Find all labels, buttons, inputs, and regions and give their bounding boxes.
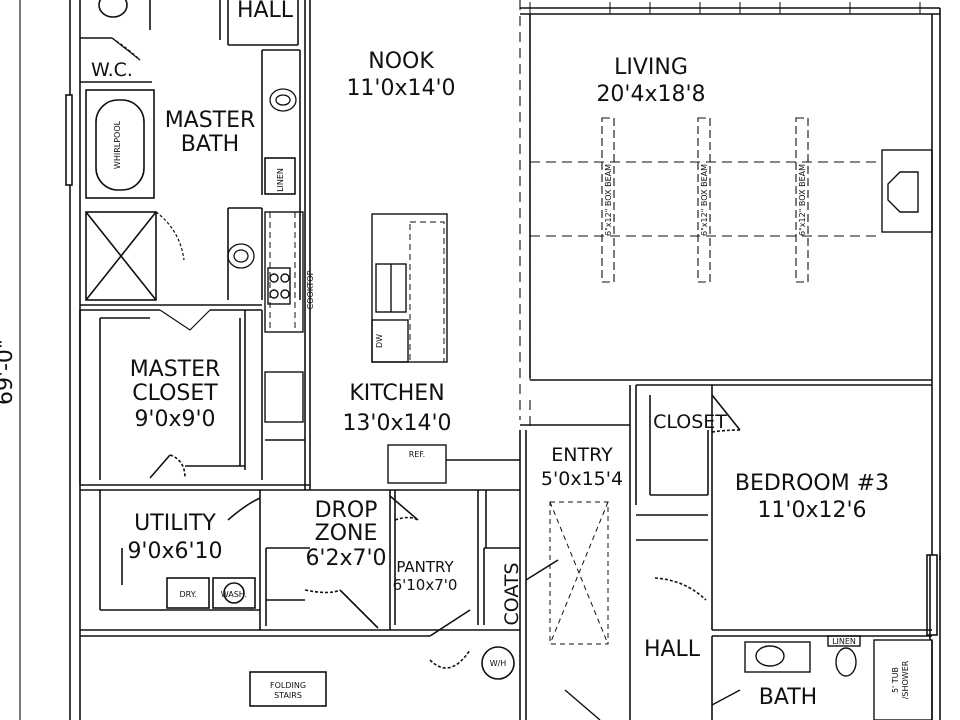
master-closet-walls bbox=[79, 310, 520, 491]
overall-dimension: 69'-0" bbox=[0, 339, 18, 405]
room-labels: HALL W.C. MASTER BATH NOOK 11'0x14'0 LIV… bbox=[91, 0, 889, 710]
beam-label-3: 6"x12" BOX BEAM bbox=[798, 164, 807, 236]
living-wall bbox=[529, 14, 932, 381]
drop-zone-label-2: ZONE bbox=[315, 521, 378, 546]
master-bath-label-2: BATH bbox=[181, 132, 239, 157]
kitchen-size: 13'0x14'0 bbox=[342, 411, 451, 436]
bedroom3-size: 11'0x12'6 bbox=[757, 498, 866, 523]
kitchen-label: KITCHEN bbox=[349, 381, 444, 406]
master-closet-label-1: MASTER bbox=[130, 357, 221, 382]
fixture-labels: LINEN LINEN COOKTOP DW REF. DRY. WASH. W… bbox=[113, 120, 910, 700]
entry-size: 5'0x15'4 bbox=[541, 468, 623, 490]
folding-stairs-label-1: FOLDING bbox=[270, 681, 306, 690]
beam-label-1: 6"x12" BOX BEAM bbox=[604, 164, 613, 236]
fireplace bbox=[881, 149, 933, 233]
wc-label: W.C. bbox=[91, 59, 133, 81]
master-doors bbox=[111, 37, 211, 331]
dry-label: DRY. bbox=[179, 590, 196, 599]
bath-label: BATH bbox=[759, 685, 817, 710]
coats-label: COATS bbox=[501, 562, 523, 625]
utility-label: UTILITY bbox=[134, 511, 216, 536]
tub-shower-label-1: 5' TUB bbox=[891, 667, 900, 693]
pantry-label: PANTRY bbox=[396, 558, 454, 576]
entry-rug bbox=[549, 501, 609, 645]
hall-bottom-label: HALL bbox=[644, 637, 701, 662]
dw-label: DW bbox=[375, 334, 384, 348]
drop-zone-size: 6'2x7'0 bbox=[305, 546, 386, 571]
pantry-size: 6'10x7'0 bbox=[393, 576, 458, 594]
hall-bath bbox=[564, 635, 933, 720]
living-label: LIVING bbox=[614, 55, 688, 80]
entry-bedroom-walls bbox=[519, 384, 932, 720]
master-closet-size: 9'0x9'0 bbox=[134, 407, 215, 432]
kitchen-elements bbox=[264, 211, 520, 484]
master-sinks bbox=[227, 88, 297, 269]
folding-stairs-label-2: STAIRS bbox=[274, 691, 302, 700]
bedroom3-label: BEDROOM #3 bbox=[735, 471, 889, 496]
master-closet-label-2: CLOSET bbox=[132, 381, 218, 406]
linen-label: LINEN bbox=[276, 168, 285, 192]
living-size: 20'4x18'8 bbox=[596, 82, 705, 107]
master-suite-walls bbox=[80, 0, 311, 490]
closet-label: CLOSET bbox=[653, 411, 727, 433]
nook-size: 11'0x14'0 bbox=[346, 76, 455, 101]
box-beams bbox=[601, 117, 809, 283]
lower-walls bbox=[80, 490, 559, 707]
entry-label: ENTRY bbox=[551, 444, 613, 466]
master-bath-label-1: MASTER bbox=[165, 108, 256, 133]
cooktop-label: COOKTOP bbox=[306, 270, 315, 309]
whirlpool-label: WHIRLPOOL bbox=[113, 120, 122, 169]
ref-label: REF. bbox=[409, 450, 425, 459]
hall-top-label: HALL bbox=[237, 0, 294, 23]
wash-label: WASH. bbox=[221, 590, 247, 599]
utility-size: 9'0x6'10 bbox=[127, 539, 222, 564]
tub-shower-label-2: /SHOWER bbox=[901, 660, 910, 699]
nook-label: NOOK bbox=[368, 49, 434, 74]
beam-label-2: 6"x12" BOX BEAM bbox=[700, 164, 709, 236]
drop-zone-label-1: DROP bbox=[315, 498, 378, 523]
linen-bath-label: LINEN bbox=[832, 637, 856, 646]
island-dashes bbox=[269, 212, 445, 363]
wh-label: W/H bbox=[490, 659, 507, 668]
living-windows bbox=[529, 2, 921, 14]
